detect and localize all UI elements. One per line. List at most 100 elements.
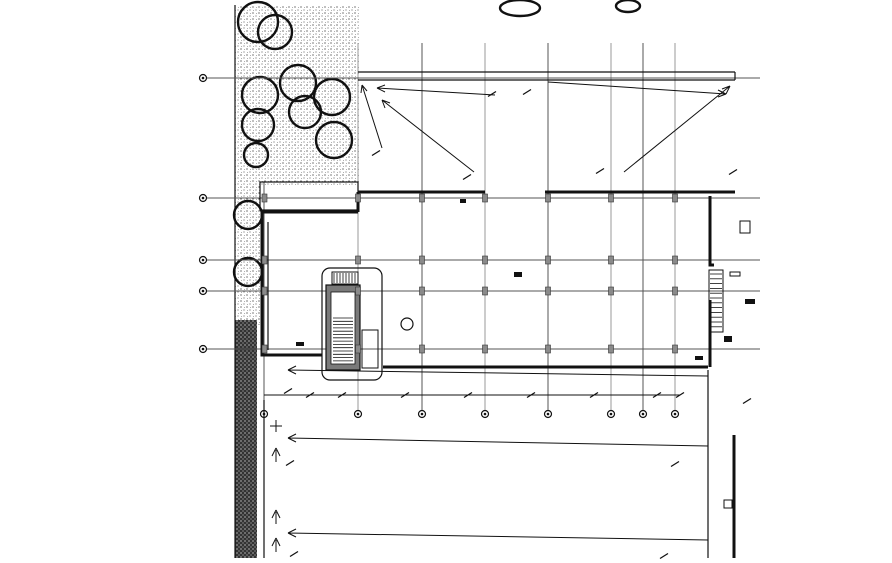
east-stair-outline (708, 269, 724, 333)
traffic-arrow (287, 365, 709, 377)
column (482, 344, 488, 354)
traffic-arrow (287, 433, 709, 447)
grid-bubble-dot (546, 412, 550, 416)
building-walls (259, 181, 735, 369)
lower-site (263, 365, 736, 558)
column (355, 255, 361, 265)
east-stair-treads (710, 273, 722, 328)
tiny-labels (296, 199, 755, 509)
tick-mark (728, 168, 738, 176)
entrance-block (259, 181, 359, 211)
column (419, 193, 425, 203)
tick-mark (659, 552, 669, 560)
room-tag-mark (695, 356, 703, 360)
tree-icon (314, 120, 354, 160)
room-tag-mark (729, 271, 741, 277)
column (545, 286, 551, 296)
tick-mark (670, 460, 680, 468)
column (419, 255, 425, 265)
column (261, 344, 268, 354)
column (261, 193, 268, 203)
column (482, 193, 488, 203)
lift-box (361, 329, 379, 369)
section-marker-icon (400, 317, 414, 331)
landscape-stipple-top (235, 5, 360, 185)
tick-mark (283, 387, 293, 395)
column (261, 255, 268, 265)
landing-treads (333, 273, 356, 283)
east-stair (708, 269, 724, 333)
tree-icon (278, 63, 318, 103)
site-tag-mark (723, 499, 733, 509)
tick-mark (463, 391, 473, 399)
tree-icon (236, 0, 280, 44)
tick-mark (526, 391, 536, 399)
cross-marker (271, 537, 281, 552)
ramp-arrow (547, 81, 727, 98)
column (261, 286, 268, 296)
grid-bubbles (198, 73, 680, 419)
column (545, 255, 551, 265)
column (355, 344, 361, 354)
tick-mark (400, 391, 410, 399)
tick-mark (371, 149, 381, 157)
column (419, 286, 425, 296)
column (672, 193, 678, 203)
structural-columns (261, 193, 678, 354)
column (419, 344, 425, 354)
trees (232, 0, 354, 288)
column (545, 193, 551, 203)
horizontal-grid-lines (200, 77, 760, 350)
tick-mark (589, 391, 599, 399)
annotation-ticks (283, 88, 752, 560)
tick-mark (337, 391, 347, 399)
tick-mark (675, 391, 685, 399)
planter-icon (614, 0, 642, 14)
grid-bubble-dot (201, 76, 205, 80)
column (672, 286, 678, 296)
column (608, 344, 614, 354)
column (355, 193, 361, 203)
tick-mark (595, 167, 605, 175)
core-outline (321, 267, 383, 381)
equipment-mark (739, 220, 751, 234)
tick-mark (742, 397, 752, 405)
column (672, 344, 678, 354)
column (482, 286, 488, 296)
vertical-grid-lines (263, 43, 676, 418)
grid-bubble-dot (356, 412, 360, 416)
column (608, 193, 614, 203)
ramp-arrow (381, 99, 475, 173)
stair-treads (333, 317, 353, 362)
cross-marker (270, 420, 282, 432)
tree-icon (242, 141, 270, 169)
column (608, 255, 614, 265)
cross-marker (271, 509, 281, 524)
tree-icon (240, 75, 280, 115)
west-wall (260, 210, 322, 357)
grid-bubble-dot (483, 412, 487, 416)
upper-open-area (358, 71, 736, 173)
ramp-arrow (376, 84, 496, 96)
column (355, 286, 361, 296)
grid-bubble-dot (201, 258, 205, 262)
grid-bubble-dot (673, 412, 677, 416)
tick-mark (285, 459, 295, 467)
grid-bubble-dot (201, 347, 205, 351)
column (545, 344, 551, 354)
ramp-arrow (360, 84, 383, 149)
grid-bubble-dot (201, 289, 205, 293)
landscape-stipple-mid (235, 185, 260, 325)
tree-icon (312, 77, 352, 117)
room-tag-mark (745, 299, 755, 304)
tree-icon (240, 107, 276, 143)
cross-marker (271, 447, 281, 462)
stair-core (321, 267, 414, 381)
tick-mark (652, 391, 662, 399)
grid-bubble-dot (641, 412, 645, 416)
east-wall-upper (708, 196, 714, 267)
room-tag-mark (460, 199, 466, 203)
top-objects (498, 0, 642, 18)
